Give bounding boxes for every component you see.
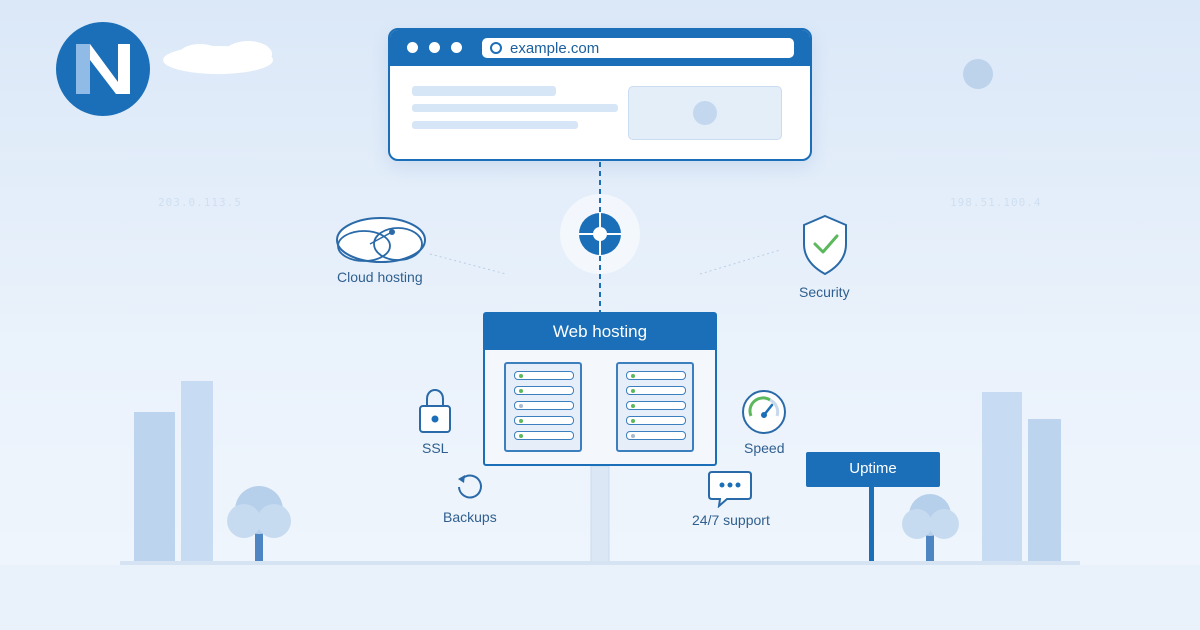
server-unit: [514, 371, 574, 380]
ssl-label: SSL: [422, 440, 449, 456]
url-text: example.com: [510, 40, 600, 57]
web-hosting-title: Web hosting: [485, 314, 715, 350]
sky-cloud-shape: [163, 41, 273, 74]
server-rack: [504, 362, 582, 452]
brand-logo: [56, 22, 150, 116]
cloud-icon: [336, 217, 426, 263]
ip-address-left: 203.0.113.5: [158, 196, 242, 209]
globe-icon: [490, 42, 502, 54]
status-led: [519, 418, 523, 423]
image-placeholder: [628, 86, 782, 140]
chat-bubble-icon: [708, 471, 752, 508]
status-led: [631, 418, 635, 423]
sky-dot: [963, 59, 993, 89]
connector-line: [429, 253, 507, 275]
status-led: [519, 373, 523, 378]
status-led: [631, 403, 635, 408]
backups-label: Backups: [443, 509, 497, 525]
pillar: [590, 465, 610, 566]
server-unit: [514, 401, 574, 410]
status-led: [519, 403, 523, 408]
window-dot: [451, 42, 462, 53]
status-led: [631, 433, 635, 438]
crosshair-node-icon: [579, 213, 621, 255]
sign-post: [869, 487, 874, 565]
ip-address-right: 198.51.100.4: [950, 196, 1042, 209]
address-bar: example.com: [482, 38, 794, 58]
image-placeholder-dot: [693, 101, 717, 125]
text-placeholder: [412, 86, 556, 96]
shield-check-icon: [803, 214, 847, 276]
server-rack: [616, 362, 694, 452]
building: [181, 381, 213, 564]
window-dot: [429, 42, 440, 53]
speed-label: Speed: [744, 440, 785, 456]
building: [134, 412, 175, 564]
cloud-hosting-label: Cloud hosting: [337, 269, 423, 285]
server-unit: [514, 416, 574, 425]
connector-line: [699, 249, 781, 275]
text-placeholder: [412, 104, 618, 112]
ground-line: [120, 561, 1080, 565]
server-unit: [626, 401, 686, 410]
support-label: 24/7 support: [692, 512, 770, 528]
ground: [0, 565, 1200, 630]
security-label: Security: [799, 284, 850, 300]
status-led: [519, 433, 523, 438]
web-hosting-panel: Web hosting: [483, 312, 717, 466]
status-led: [631, 373, 635, 378]
server-unit: [514, 431, 574, 440]
server-unit: [514, 386, 574, 395]
text-placeholder: [412, 121, 578, 129]
uptime-sign: Uptime: [806, 452, 940, 487]
server-unit: [626, 386, 686, 395]
server-unit: [626, 431, 686, 440]
window-dot: [407, 42, 418, 53]
browser-window: example.com: [388, 28, 812, 161]
tree: [902, 494, 959, 565]
refresh-icon: [458, 474, 482, 499]
building: [1028, 419, 1061, 564]
building: [982, 392, 1022, 564]
server-unit: [626, 371, 686, 380]
tree: [227, 486, 291, 565]
speedometer-icon: [742, 390, 786, 434]
server-unit: [626, 416, 686, 425]
padlock-icon: [419, 388, 451, 433]
status-led: [519, 388, 523, 393]
browser-toolbar: example.com: [390, 30, 810, 66]
status-led: [631, 388, 635, 393]
